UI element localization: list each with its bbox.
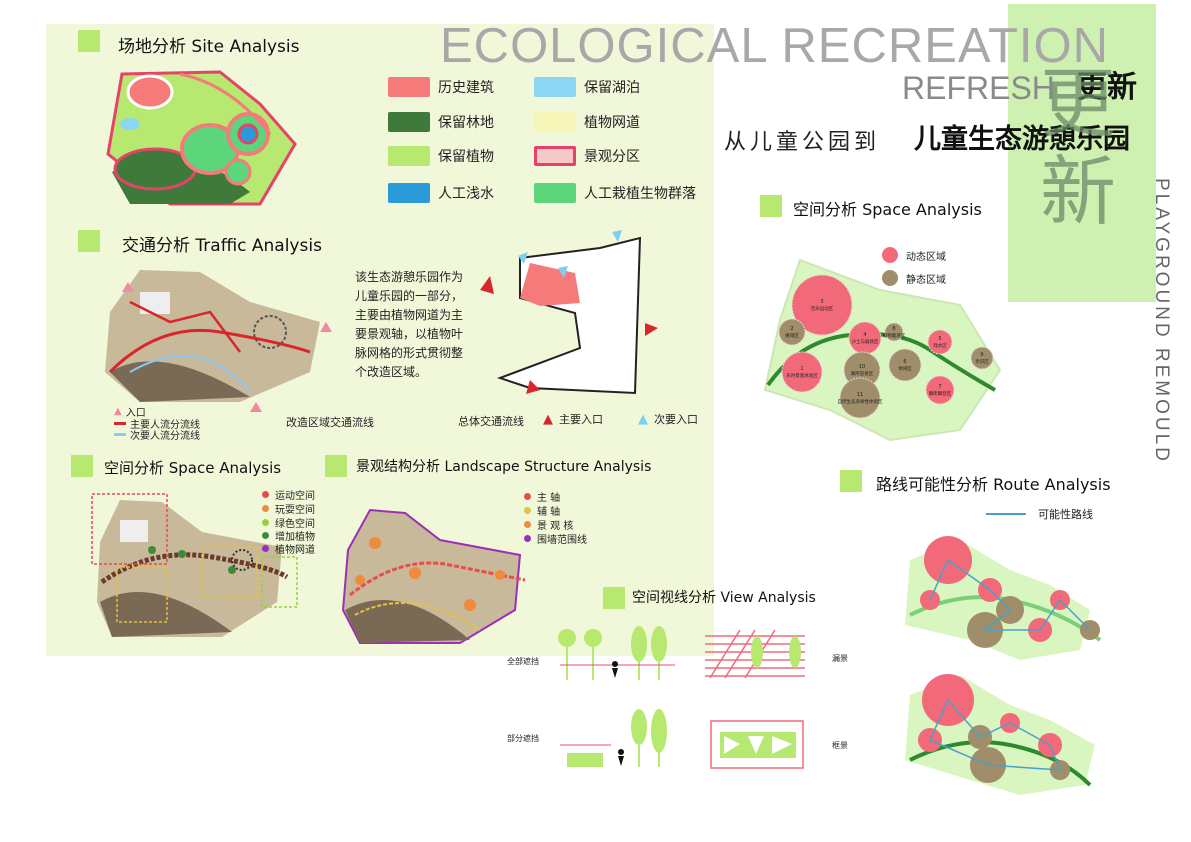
- landscape-legend-1: 辅 轴: [524, 503, 560, 518]
- traffic-legend-0: ▲入口: [114, 406, 146, 419]
- zone-number-11: 11: [857, 392, 863, 398]
- vertical-title: PLAYGROUND REMOULD: [1151, 178, 1172, 464]
- zone-name-6: 休闲区: [898, 365, 912, 372]
- main-title: ECOLOGICAL RECREATION: [440, 19, 1110, 73]
- space-left-legend-1: 玩耍空间: [262, 501, 315, 516]
- space-left-map: [91, 493, 298, 637]
- space-left-legend-2: 绿色空间: [262, 515, 315, 530]
- site-legend-4: 保留植物: [388, 146, 494, 166]
- subtitle-light: 从儿童公园到: [724, 130, 881, 155]
- traffic-legend-1: 主要人流分流线: [114, 416, 200, 431]
- space-right-title: 空间分析 Space Analysis: [793, 200, 982, 219]
- route-title-marker: [840, 470, 862, 492]
- view-title: 空间视线分析 View Analysis: [632, 590, 816, 606]
- traffic-note: 该生态游憩乐园作为儿童乐园的一部分，主要由植物网道为主要景观轴，以植物叶脉网格的…: [355, 270, 464, 379]
- zone-name-5: 戏水区: [933, 342, 947, 349]
- landscape-legend-2: 景 观 核: [524, 517, 573, 532]
- site-legend-7: 人工栽植生物群落: [534, 183, 696, 203]
- route-title: 路线可能性分析 Route Analysis: [876, 475, 1111, 494]
- zone-name-11: 自然生态多样性体验区: [838, 398, 883, 405]
- space-right-legend-1: 静态区域: [882, 270, 946, 286]
- site-title-marker: [78, 30, 100, 52]
- view-part-block-label: 部分遮挡: [507, 734, 539, 743]
- zone-name-4: 沙土与器具区: [852, 338, 879, 345]
- zone-circle-3: [791, 274, 853, 336]
- route-map-bottom: [905, 674, 1095, 795]
- zone-circle-4: [848, 321, 882, 355]
- refresh-cn: 更新: [1077, 70, 1137, 105]
- main-entry-legend: ▲主要入口: [543, 411, 603, 427]
- space-left-legend-0: 运动空间: [262, 487, 315, 502]
- zone-circle-9: [970, 346, 994, 370]
- site-legend-0: 历史建筑: [388, 77, 494, 97]
- space-left-title: 空间分析 Space Analysis: [104, 459, 282, 477]
- site-legend-6: 人工浅水: [388, 183, 494, 203]
- view-full-block-label: 全部遮挡: [507, 657, 539, 666]
- site-legend-5: 景观分区: [534, 146, 640, 166]
- landscape-title-marker: [325, 455, 347, 477]
- zone-name-7: 攀爬攀登区: [929, 390, 952, 397]
- traffic-legend-2: 次要人流分流线: [114, 427, 200, 442]
- traffic-title: 交通分析 Traffic Analysis: [122, 236, 322, 256]
- zone-circle-1: [781, 351, 823, 393]
- site-title: 场地分析 Site Analysis: [118, 37, 300, 57]
- sub-entry-legend: ▲次要入口: [638, 411, 698, 427]
- landscape-legend-0: 主 轴: [524, 489, 560, 504]
- view-frame-diagram: [710, 720, 804, 769]
- traffic-title-marker: [78, 230, 100, 252]
- space-right-legend-0: 动态区域: [882, 247, 946, 263]
- zone-number-4: 4: [863, 332, 866, 338]
- zone-name-1: 乐时景观体验区: [786, 372, 818, 379]
- landscape-title: 景观结构分析 Landscape Structure Analysis: [356, 459, 652, 475]
- zone-name-8: 植物栽培区: [883, 332, 906, 339]
- zone-circle-7: [925, 375, 955, 405]
- landscape-legend-3: 围墙范围线: [524, 531, 587, 546]
- zone-name-9: 亲识区: [975, 358, 989, 365]
- zone-number-8: 8: [892, 326, 895, 332]
- space-left-title-marker: [71, 455, 93, 477]
- site-legend-2: 保留林地: [388, 112, 494, 132]
- route-legend: 可能性路线: [986, 506, 1093, 522]
- subtitle-bold: 儿童生态游憩乐园: [914, 124, 1130, 155]
- zone-name-2: 嬉戏区: [785, 332, 799, 339]
- space-left-legend-4: 植物网道: [262, 541, 315, 556]
- view-frame-label: 框景: [832, 741, 848, 750]
- view-leak-diagram: [705, 629, 805, 679]
- site-map: [106, 70, 297, 206]
- site-legend-3: 植物网道: [534, 112, 640, 132]
- zone-number-10: 10: [859, 364, 865, 370]
- refresh-en: REFRESH: [902, 70, 1055, 106]
- traffic-caption-left: 改造区域交通流线: [286, 416, 374, 429]
- traffic-caption-right: 总体交通流线: [458, 415, 524, 428]
- view-leak-label: 漏景: [832, 654, 848, 663]
- landscape-map: [341, 508, 526, 644]
- zone-circle-6: [888, 348, 922, 382]
- zone-name-10: 寓所迎接区: [851, 370, 874, 377]
- zone-circle-11: [839, 377, 881, 419]
- title-green-block: [1008, 4, 1156, 302]
- zone-circle-8: [884, 322, 904, 342]
- view-title-marker: [603, 587, 625, 609]
- overall-traffic-map: [480, 230, 658, 395]
- zone-number-6: 6: [903, 359, 906, 365]
- zone-number-5: 5: [938, 336, 941, 342]
- calligraphy-mark: 更新: [1040, 59, 1116, 236]
- space-right-title-marker: [760, 195, 782, 217]
- zone-number-9: 9: [980, 352, 983, 358]
- traffic-map: [105, 270, 332, 412]
- zone-circle-2: [778, 318, 806, 346]
- site-legend-1: 保留湖泊: [534, 77, 640, 97]
- zone-number-3: 3: [820, 299, 823, 305]
- zone-number-1: 1: [800, 366, 803, 372]
- zone-number-2: 2: [790, 326, 793, 332]
- view-part-block-diagram: [560, 709, 667, 767]
- zone-circle-5: [927, 329, 953, 355]
- space-left-legend-3: 增加植物: [262, 528, 315, 543]
- view-full-block-diagram: [558, 626, 675, 680]
- zone-name-3: 音乐运动区: [811, 305, 834, 312]
- route-map-top: [905, 536, 1102, 660]
- zone-number-7: 7: [938, 384, 941, 390]
